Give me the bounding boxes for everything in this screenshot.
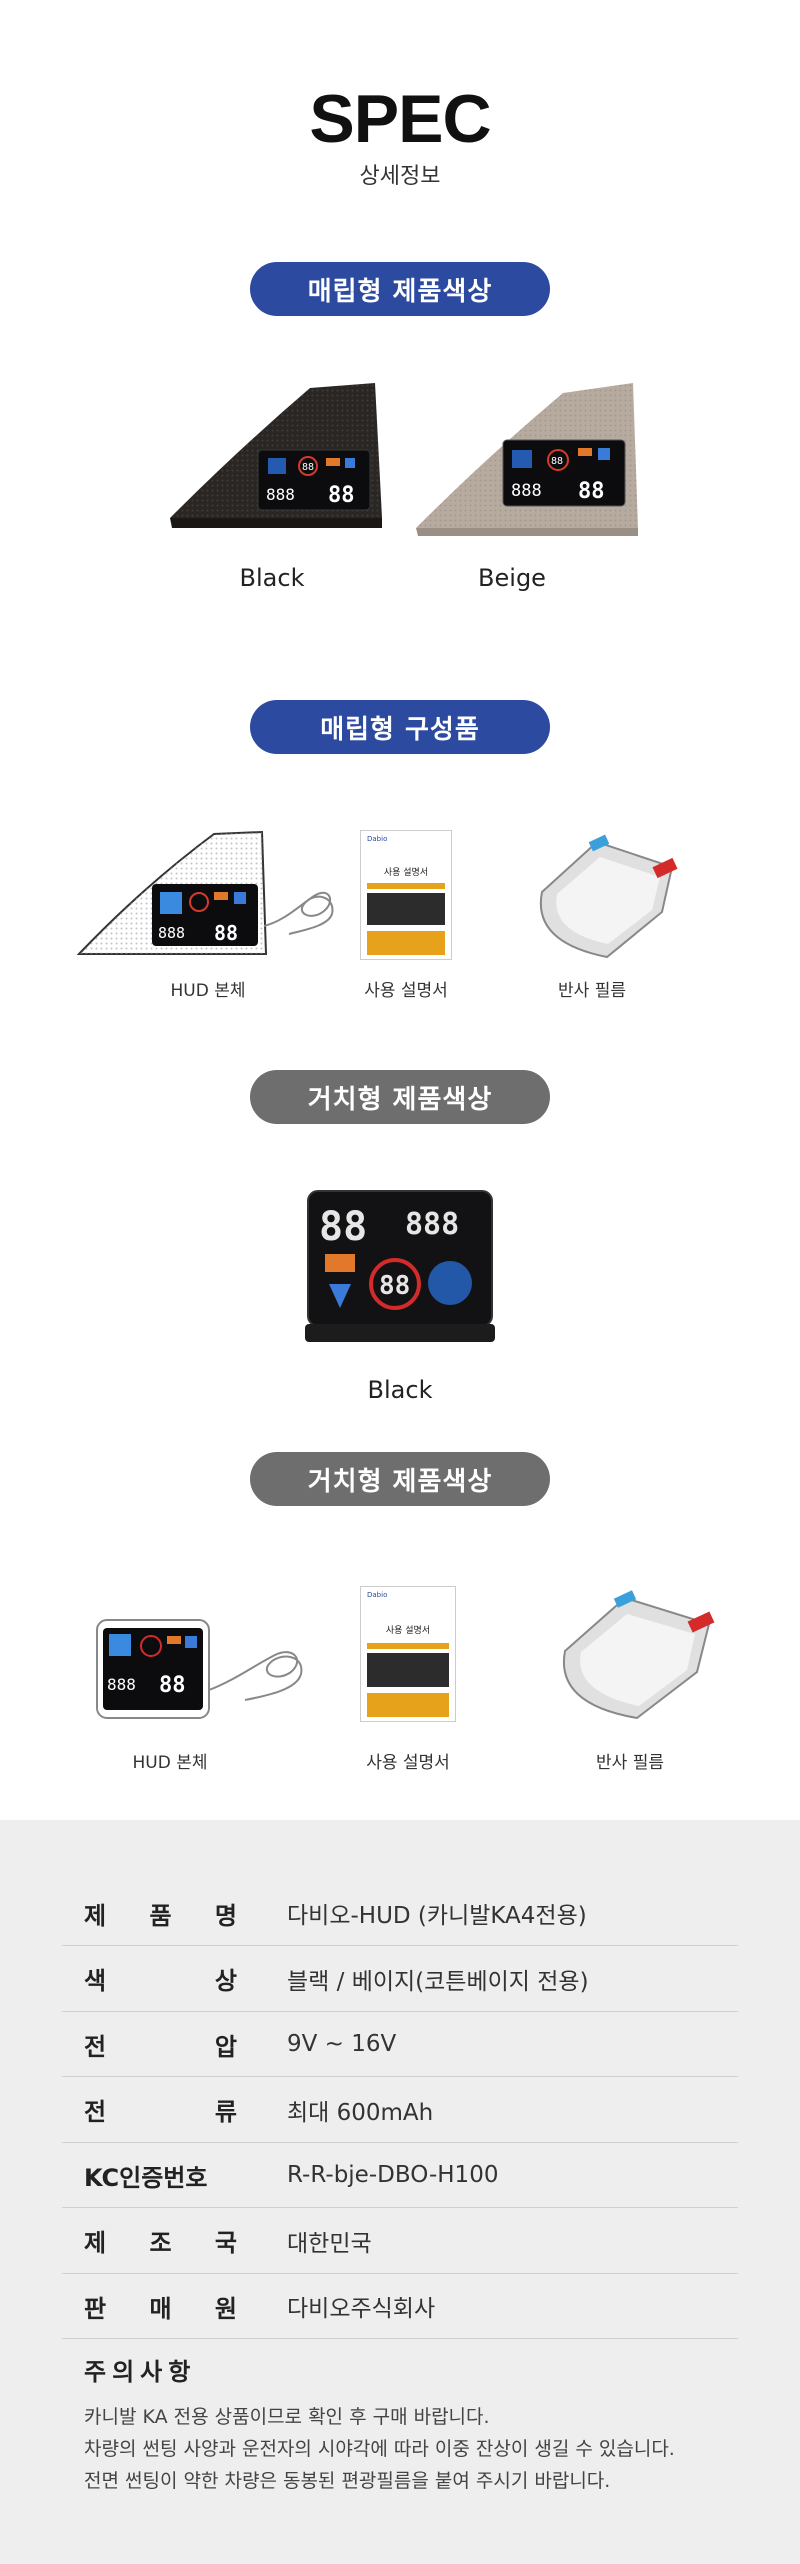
notice-line-1: 카니발 KA 전용 상품이므로 확인 후 구매 바랍니다.: [84, 2406, 490, 2428]
spec-value: R-R-bje-DBO-H100: [287, 2162, 499, 2188]
builtin-hud-body-image: 888 88: [76, 830, 334, 955]
notice-title: 주의사항: [84, 2358, 197, 2386]
svg-text:88: 88: [551, 456, 563, 467]
spec-value: 대한민국: [287, 2230, 372, 2257]
color-label-black-mount: Black: [367, 1376, 433, 1404]
component-label-film: 반사 필름: [558, 981, 626, 1001]
component-label-manual: 사용 설명서: [364, 981, 448, 1001]
svg-text:888: 888: [405, 1207, 459, 1242]
component-label-film-2: 반사 필름: [596, 1753, 664, 1773]
svg-text:888: 888: [511, 481, 542, 501]
spec-value: 다비오주식회사: [287, 2296, 436, 2322]
spec-value: 다비오-HUD (카니발KA4전용): [287, 1903, 587, 1929]
page-subtitle: 상세정보: [359, 164, 441, 189]
user-manual-image: Dabio 사용 설명서: [360, 830, 452, 960]
color-label-beige: Beige: [478, 564, 546, 592]
spec-row: KC인증번호 R-R-bje-DBO-H100: [62, 2143, 738, 2208]
svg-text:888: 888: [158, 924, 185, 942]
user-manual-image-2: Dabio 사용 설명서: [360, 1586, 456, 1722]
hud-digits: 88: [302, 462, 314, 473]
svg-text:88: 88: [578, 479, 605, 504]
reflective-film-image-2: [562, 1590, 715, 1720]
svg-text:88: 88: [379, 1271, 410, 1301]
component-label-hud-2: HUD 본체: [132, 1753, 208, 1773]
spec-table-section: [0, 1820, 800, 2564]
notice-line-2: 차량의 썬팅 사양과 운전자의 시야각에 따라 이중 잔상이 생길 수 있습니다…: [84, 2438, 675, 2460]
reflective-film-image: [539, 834, 678, 959]
notice-line-3: 전면 썬팅이 약한 차량은 동봉된 편광필름을 붙여 주시기 바랍니다.: [84, 2470, 611, 2492]
svg-text:88: 88: [159, 1673, 186, 1698]
svg-text:888: 888: [107, 1675, 136, 1694]
svg-text:88: 88: [214, 921, 238, 945]
component-label-manual-2: 사용 설명서: [366, 1753, 450, 1773]
spec-value: 9V ~ 16V: [287, 2031, 397, 2057]
spec-key: KC인증번호: [84, 2163, 208, 2192]
builtin-hud-beige-image: 88 888 88: [416, 383, 638, 536]
page-title: SPEC: [309, 81, 491, 157]
section-pill-mount-components: 거치형 제품색상: [250, 1452, 550, 1506]
svg-text:88: 88: [319, 1204, 367, 1250]
mount-hud-black-image: 88 888 88: [305, 1190, 495, 1342]
section-pill-builtin-components: 매립형 구성품: [250, 700, 550, 754]
component-label-hud: HUD 본체: [170, 981, 246, 1001]
svg-text:88: 88: [328, 483, 355, 508]
color-label-black: Black: [239, 564, 305, 592]
section-pill-builtin-colors: 매립형 제품색상: [250, 262, 550, 316]
section-pill-mount-colors: 거치형 제품색상: [250, 1070, 550, 1124]
builtin-hud-black-image: 88 888 88: [170, 383, 382, 528]
spec-value: 최대 600mAh: [287, 2099, 434, 2126]
spec-value: 블랙 / 베이지(코튼베이지 전용): [287, 1968, 589, 1995]
mount-hud-body-image: 888 88: [96, 1619, 303, 1719]
svg-text:888: 888: [266, 485, 295, 504]
